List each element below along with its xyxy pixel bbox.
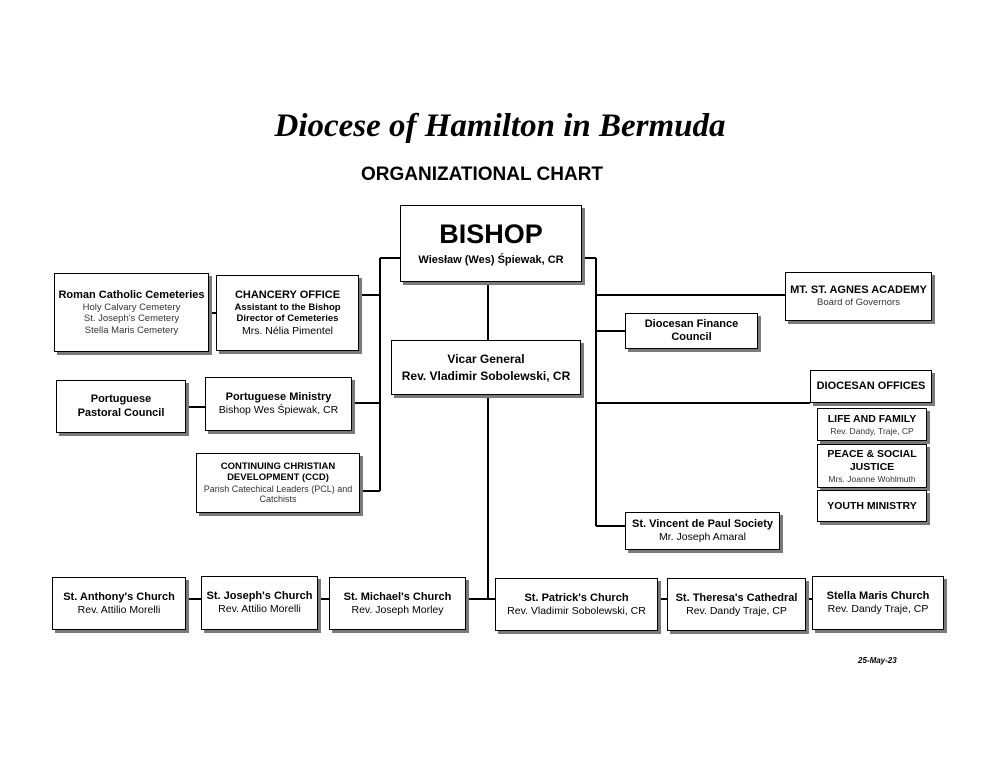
church-box: St. Theresa's Cathedral Rev. Dandy Traje… — [667, 578, 806, 631]
chancery-line2: Director of Cemeteries — [236, 313, 339, 325]
cemeteries-box: Roman Catholic Cemeteries Holy Calvary C… — [54, 273, 209, 352]
church-box: Stella Maris Church Rev. Dandy Traje, CP — [812, 576, 944, 630]
church-pastor: Rev. Attilio Morelli — [218, 603, 301, 616]
church-name: St. Joseph's Church — [206, 590, 313, 603]
chancery-box: CHANCERY OFFICE Assistant to the Bishop … — [216, 275, 359, 351]
cemetery-item: St. Joseph's Cemetery — [83, 313, 180, 325]
church-pastor: Rev. Dandy Traje, CP — [686, 604, 787, 617]
finance-council-box: Diocesan Finance Council — [625, 313, 758, 349]
ccd-sub1: Parish Catechical Leaders (PCL) and — [203, 483, 353, 494]
chart-title: Diocese of Hamilton in Bermuda — [274, 108, 726, 144]
cemeteries-title: Roman Catholic Cemeteries — [58, 288, 205, 301]
cemetery-item: Stella Maris Cemetery — [84, 324, 179, 336]
finance-line2: Council — [671, 331, 712, 343]
academy-box: MT. ST. AGNES ACADEMY Board of Governors — [785, 272, 932, 321]
church-box: St. Patrick's Church Rev. Vladimir Sobol… — [495, 578, 658, 631]
vincent-title: St. Vincent de Paul Society — [631, 518, 773, 531]
pastoral-council-box: Portuguese Pastoral Council — [56, 380, 186, 433]
academy-title: MT. ST. AGNES ACADEMY — [790, 284, 927, 297]
chancery-title: CHANCERY OFFICE — [234, 288, 341, 301]
ccd-line2: DEVELOPMENT (CCD) — [227, 472, 329, 484]
church-name: St. Theresa's Cathedral — [675, 591, 798, 604]
peace-line1: PEACE & SOCIAL — [827, 448, 917, 461]
bishop-title: BISHOP — [439, 219, 543, 250]
chancery-name: Mrs. Nélia Pimentel — [241, 324, 334, 337]
church-pastor: Rev. Vladimir Sobolewski, CR — [507, 604, 646, 617]
portuguese-ministry-title: Portuguese Ministry — [225, 391, 332, 404]
pastoral-line2: Pastoral Council — [77, 406, 165, 419]
diocesan-offices-box: DIOCESAN OFFICES — [810, 370, 932, 403]
church-box: St. Joseph's Church Rev. Attilio Morelli — [201, 576, 318, 630]
vincent-box: St. Vincent de Paul Society Mr. Joseph A… — [625, 512, 780, 550]
bishop-box: BISHOP Wiesław (Wes) Śpiewak, CR — [400, 205, 582, 282]
ccd-sub2: Catchists — [259, 494, 297, 505]
church-pastor: Rev. Joseph Morley — [351, 603, 444, 616]
youth-ministry-title: YOUTH MINISTRY — [827, 499, 917, 512]
youth-ministry-box: YOUTH MINISTRY — [817, 490, 927, 522]
church-box: St. Anthony's Church Rev. Attilio Morell… — [52, 577, 186, 630]
cemetery-item: Holy Calvary Cemetery — [82, 302, 181, 313]
chart-subtitle: ORGANIZATIONAL CHART — [360, 164, 604, 185]
portuguese-ministry-box: Portuguese Ministry Bishop Wes Śpiewak, … — [205, 377, 352, 431]
vincent-name: Mr. Joseph Amaral — [659, 531, 746, 544]
peace-justice-box: PEACE & SOCIAL JUSTICE Mrs. Joanne Wohlm… — [817, 444, 927, 488]
life-family-sub: Rev. Dandy, Traje, CP — [830, 425, 914, 436]
ccd-box: CONTINUING CHRISTIAN DEVELOPMENT (CCD) P… — [196, 453, 360, 513]
diocesan-offices-title: DIOCESAN OFFICES — [816, 379, 926, 392]
church-name: St. Anthony's Church — [63, 590, 175, 603]
revision-date: 25-May-23 — [858, 656, 897, 665]
church-name: St. Michael's Church — [343, 590, 452, 603]
peace-line2: JUSTICE — [849, 460, 895, 473]
church-box: St. Michael's Church Rev. Joseph Morley — [329, 577, 466, 630]
church-name: Stella Maris Church — [826, 590, 930, 603]
church-pastor: Rev. Attilio Morelli — [77, 603, 161, 616]
church-name: St. Patrick's Church — [524, 591, 629, 604]
chancery-line1: Assistant to the Bishop — [234, 301, 341, 313]
ccd-line1: CONTINUING CHRISTIAN — [220, 460, 336, 472]
life-family-box: LIFE AND FAMILY Rev. Dandy, Traje, CP — [817, 408, 927, 441]
life-family-title: LIFE AND FAMILY — [827, 413, 917, 426]
vicar-title: Vicar General — [447, 351, 525, 366]
pastoral-line1: Portuguese — [90, 393, 152, 406]
portuguese-ministry-name: Bishop Wes Śpiewak, CR — [218, 404, 339, 417]
bishop-name: Wiesław (Wes) Śpiewak, CR — [418, 253, 564, 266]
vicar-general-box: Vicar General Rev. Vladimir Sobolewski, … — [391, 340, 581, 395]
vicar-name: Rev. Vladimir Sobolewski, CR — [401, 369, 571, 383]
finance-line1: Diocesan Finance — [644, 317, 739, 330]
academy-sub: Board of Governors — [817, 297, 900, 309]
peace-sub: Mrs. Joanne Wohlmuth — [828, 473, 916, 484]
church-pastor: Rev. Dandy Traje, CP — [827, 603, 929, 616]
